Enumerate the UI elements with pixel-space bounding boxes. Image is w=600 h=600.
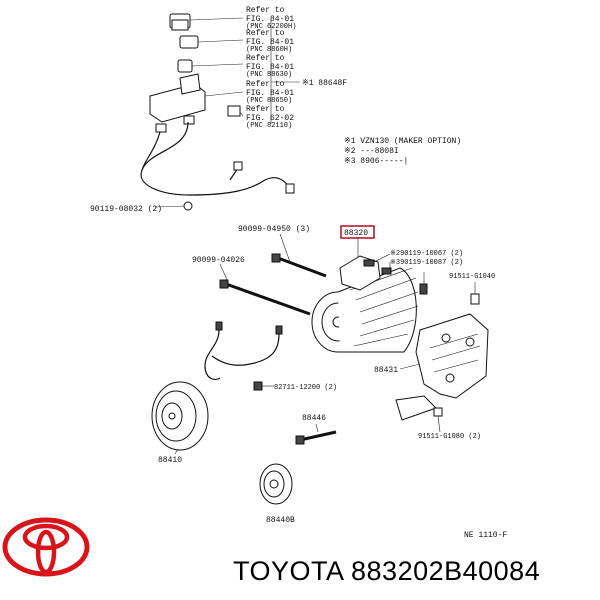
idler-bolt [299, 430, 337, 442]
part-label-82711-12200: 82711-12200 (2) [274, 384, 337, 392]
svg-text:(PNC 8860H): (PNC 8860H) [246, 46, 292, 54]
harness-terminal-b [285, 183, 295, 194]
bracket-plate [415, 313, 489, 399]
svg-text:FIG. 84-01: FIG. 84-01 [246, 38, 294, 47]
svg-text:Refer to: Refer to [246, 80, 285, 89]
svg-text:Refer to: Refer to [246, 105, 285, 114]
idler-assembly: 88446 88440B [259, 414, 337, 525]
part-label-88446: 88446 [302, 414, 326, 423]
harness-wire-branch [141, 131, 161, 171]
refer-callout-4: Refer to FIG. 84-01 (PNC 88650) [246, 80, 294, 105]
bracket-bolt-a [419, 283, 428, 295]
refer-callout-2: Refer to FIG. 84-01 (PNC 8860H) [246, 29, 294, 54]
svg-text:Refer to: Refer to [246, 54, 285, 63]
note-line-2: ※2 ---8808I [344, 147, 399, 156]
clutch-wire-b [211, 333, 280, 366]
svg-text:(PNC 82110): (PNC 82110) [246, 122, 292, 130]
brand-part-number: TOYOTA 883202B40084 [233, 556, 541, 586]
part-label-91511-g1040: 91511-G1040 [449, 273, 495, 281]
harness-plug-b [183, 115, 195, 125]
clutch-wire-a [204, 329, 221, 381]
svg-text:FIG. 84-01: FIG. 84-01 [246, 89, 294, 98]
toyota-logo-ellipses [2, 517, 90, 577]
highlight-box-88320 [340, 225, 375, 239]
clutch-terminal-a [215, 321, 223, 331]
svg-text:(PNC 88630): (PNC 88630) [246, 71, 292, 79]
compressor-assembly: 88320 90099-04950 (3) 90099-04026 ※29011… [192, 225, 495, 353]
figure-code: NE 1110-F [464, 531, 507, 540]
harness-plug-a [155, 123, 167, 133]
part-label-88440b: 88440B [266, 516, 295, 525]
toyota-logo-icon [2, 517, 90, 577]
connector-cap-2 [179, 35, 199, 49]
part-label-88410: 88410 [158, 456, 182, 465]
connector-cap-4 [227, 105, 241, 117]
clutch-terminal-b [275, 325, 283, 335]
refer-callouts: Refer to FIG. 84-01 (PNC 62200H) Refer t… [246, 6, 347, 130]
compressor-bracket: 88431 91511-G1080 (2) [374, 313, 489, 441]
svg-text:Refer to: Refer to [246, 29, 285, 38]
refer-callout-5: Refer to FIG. 62-02 (PNC 82110) [246, 105, 294, 130]
connector-cap-3 [177, 59, 193, 73]
clutch-assembly: 88410 82711-12200 (2) [151, 321, 337, 465]
bracket-arm [395, 395, 437, 421]
svg-text:FIG. 84-01: FIG. 84-01 [246, 63, 294, 72]
long-bolt-upper [277, 256, 327, 278]
maker-option-notes: ※1 VZN130 (MAKER OPTION) ※2 ---8808I ※3 … [344, 137, 461, 166]
note-line-1: ※1 VZN130 (MAKER OPTION) [344, 137, 461, 146]
svg-text:FIG. 84-01: FIG. 84-01 [246, 15, 294, 24]
svg-text:(PNC 62200H): (PNC 62200H) [246, 23, 296, 31]
connector-cap-1-base [171, 19, 189, 31]
harness-wire [140, 121, 291, 196]
refer-callout-3: Refer to FIG. 84-01 (PNC 88630) [246, 54, 294, 79]
clip-bolt [183, 201, 193, 211]
harness-connector-top [179, 73, 201, 95]
part-label-88648f: ※1 88648F [302, 79, 347, 88]
part-label-90119-08032: 90119-08032 (2) [90, 205, 162, 214]
harness-assembly [140, 13, 300, 211]
bracket-bolt-c [433, 407, 443, 417]
part-label-90119-10087: ※390119-10087 (2) [390, 259, 463, 267]
clutch-bolt [253, 381, 263, 391]
part-label-90099-04950: 90099-04950 (3) [238, 225, 310, 234]
part-label-88320: 88320 [344, 229, 368, 238]
svg-text:(PNC 88650): (PNC 88650) [246, 97, 292, 105]
svg-text:FIG. 62-02: FIG. 62-02 [246, 114, 294, 123]
part-label-90119-10067: ※290119-10067 (2) [390, 250, 463, 258]
note-line-3: ※3 8906-----| [344, 157, 408, 166]
svg-text:Refer to: Refer to [246, 6, 285, 15]
part-label-90099-04026: 90099-04026 [192, 256, 245, 265]
long-bolt-lower [225, 282, 311, 316]
part-label-91511-g1080: 91511-G1080 (2) [418, 433, 481, 441]
part-label-88431: 88431 [374, 366, 398, 375]
bracket-bolt-b [470, 293, 480, 305]
refer-callout-1: Refer to FIG. 84-01 (PNC 62200H) [246, 6, 296, 31]
harness-terminal-a [233, 161, 243, 171]
